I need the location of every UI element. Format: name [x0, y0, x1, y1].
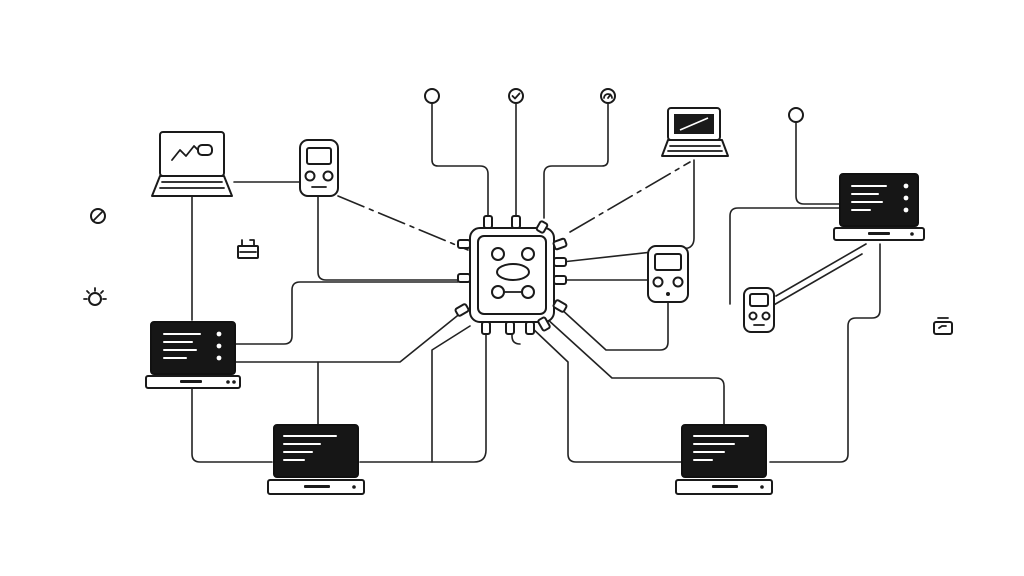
laptop-icon	[675, 424, 773, 495]
laptop-icon	[661, 107, 729, 157]
laptop-icon	[267, 424, 365, 495]
laptop-icon	[833, 173, 925, 241]
connection-lines	[191, 103, 881, 463]
handheld-device-icon	[743, 287, 775, 333]
handheld-device-icon	[647, 245, 689, 303]
laptop-chart-icon	[151, 131, 233, 197]
gauge-circle-icon	[600, 88, 616, 104]
handheld-device-icon	[299, 139, 339, 197]
timer-icon	[933, 317, 953, 335]
laptop-icon	[145, 321, 241, 389]
network-hub-icon	[454, 215, 568, 335]
battery-icon	[237, 239, 259, 259]
prohibited-icon	[90, 208, 106, 224]
circle-icon	[424, 88, 440, 104]
sun-icon	[83, 287, 107, 306]
circle-icon	[788, 107, 804, 123]
check-circle-icon	[508, 88, 524, 104]
